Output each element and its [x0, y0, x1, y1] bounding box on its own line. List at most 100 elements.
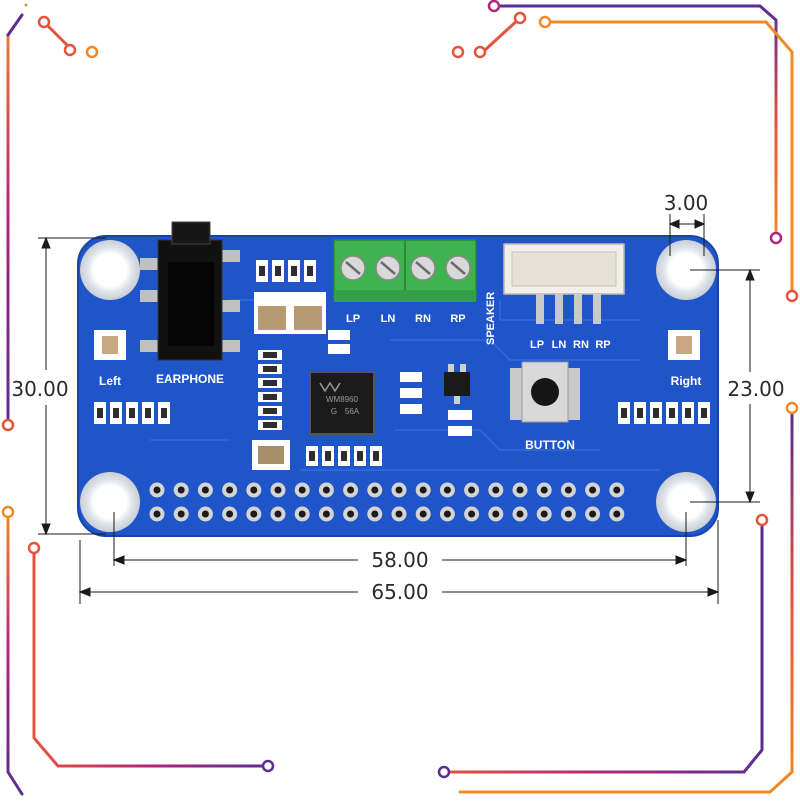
right-microphone	[668, 330, 700, 360]
mounting-hole	[80, 240, 140, 300]
trace-endpoint	[769, 231, 783, 245]
trace-endpoint	[437, 765, 451, 779]
mounting-holes	[80, 240, 716, 532]
chip-marking: G	[331, 407, 337, 416]
trace-endpoint	[473, 45, 487, 59]
gpio-pin-hole	[201, 486, 209, 494]
gpio-header	[149, 482, 625, 522]
gpio-pin-hole	[298, 486, 306, 494]
earphone-jack	[140, 221, 240, 361]
gpio-pin-hole	[274, 486, 282, 494]
dimension-lines	[38, 214, 760, 604]
earphone-label: EARPHONE	[156, 372, 224, 386]
gpio-pin-hole	[419, 510, 427, 518]
terminal-labels: LP LN RN RP	[346, 313, 466, 325]
speaker-jst-connector	[503, 243, 625, 324]
gpio-pin-hole	[468, 486, 476, 494]
gpio-pin-hole	[298, 510, 306, 518]
gpio-pin-hole	[322, 510, 330, 518]
gpio-pin-hole	[589, 510, 597, 518]
gpio-pin-hole	[419, 486, 427, 494]
pin-label: RN	[573, 339, 589, 351]
gpio-pin-hole	[177, 486, 185, 494]
frame-trace	[458, 406, 794, 794]
mounting-hole	[656, 240, 716, 300]
gpio-pin-hole	[589, 486, 597, 494]
width-inner-dimension: 58.00	[371, 548, 428, 572]
button-label: BUTTON	[525, 438, 575, 452]
trace-endpoint	[538, 15, 552, 29]
frame-trace	[494, 4, 778, 238]
capacitors	[252, 292, 326, 470]
gpio-pin-hole	[226, 486, 234, 494]
trace-endpoint	[261, 759, 275, 773]
terminal-label: LN	[381, 313, 396, 325]
gpio-pin-hole	[322, 486, 330, 494]
push-button	[510, 361, 580, 423]
resistor-mid	[328, 330, 472, 436]
mounting-hole	[656, 472, 716, 532]
resistor-top	[256, 260, 316, 282]
height-outer-dimension: 30.00	[11, 377, 68, 401]
gpio-pin-hole	[371, 510, 379, 518]
decorative-circuit-frame	[6, 3, 794, 796]
gpio-pin-hole	[443, 486, 451, 494]
pin-label: LN	[552, 339, 567, 351]
frame-trace	[543, 20, 794, 296]
connector-pin-labels: LP LN RN RP	[530, 339, 611, 351]
chip-marking: WM8960	[326, 395, 359, 404]
trace-endpoint	[1, 505, 15, 519]
gpio-pin-hole	[613, 510, 621, 518]
gpio-pin-hole	[613, 486, 621, 494]
trace-endpoint	[785, 401, 799, 415]
audio-codec-chip: WM8960 G 56A	[309, 371, 375, 435]
frame-trace-endpoints	[1, 0, 799, 779]
trace-endpoint	[1, 418, 15, 432]
terminal-label: LP	[346, 313, 360, 325]
chip-marking: 56A	[345, 407, 360, 416]
frame-trace	[483, 16, 522, 52]
gpio-pin-hole	[371, 486, 379, 494]
gpio-pin-hole	[492, 510, 500, 518]
terminal-label: RN	[415, 313, 431, 325]
gpio-pin-hole	[153, 510, 161, 518]
gpio-pin-hole	[564, 486, 572, 494]
width-outer-dimension: 65.00	[371, 580, 428, 604]
mounting-hole	[80, 472, 140, 532]
gpio-pin-hole	[395, 486, 403, 494]
gpio-pin-hole	[540, 510, 548, 518]
dimension-labels: 30.00 23.00 3.00 58.00 65.00	[11, 191, 784, 604]
trace-endpoint	[487, 0, 501, 13]
terminal-label: RP	[450, 313, 465, 325]
left-microphone	[94, 330, 126, 360]
frame-trace	[442, 518, 764, 774]
frame-trace	[32, 546, 270, 768]
trace-endpoint	[37, 15, 51, 29]
trace-endpoint	[755, 513, 769, 527]
gpio-pin-hole	[492, 486, 500, 494]
pcb-board: WM8960 G 56A	[77, 221, 719, 537]
trace-endpoint	[63, 43, 77, 57]
gpio-pin-hole	[226, 510, 234, 518]
trace-endpoint	[513, 11, 527, 25]
gpio-pin-hole	[516, 510, 524, 518]
trace-endpoint	[27, 541, 41, 555]
trace-endpoint	[85, 45, 99, 59]
gpio-pin-hole	[274, 510, 282, 518]
pin-label: RP	[595, 339, 610, 351]
smd-component-bodies	[97, 266, 707, 461]
left-mic-label: Left	[99, 374, 121, 388]
frame-trace	[6, 3, 28, 422]
speaker-terminal-block	[333, 239, 477, 302]
trace-endpoint	[451, 45, 465, 59]
gpio-pin-hole	[564, 510, 572, 518]
frame-trace	[6, 13, 24, 37]
gpio-pin-hole	[395, 510, 403, 518]
frame-trace	[6, 510, 24, 796]
gpio-pin-hole	[347, 486, 355, 494]
transistor	[444, 364, 470, 404]
pin-label: LP	[530, 339, 544, 351]
gpio-pin-hole	[347, 510, 355, 518]
